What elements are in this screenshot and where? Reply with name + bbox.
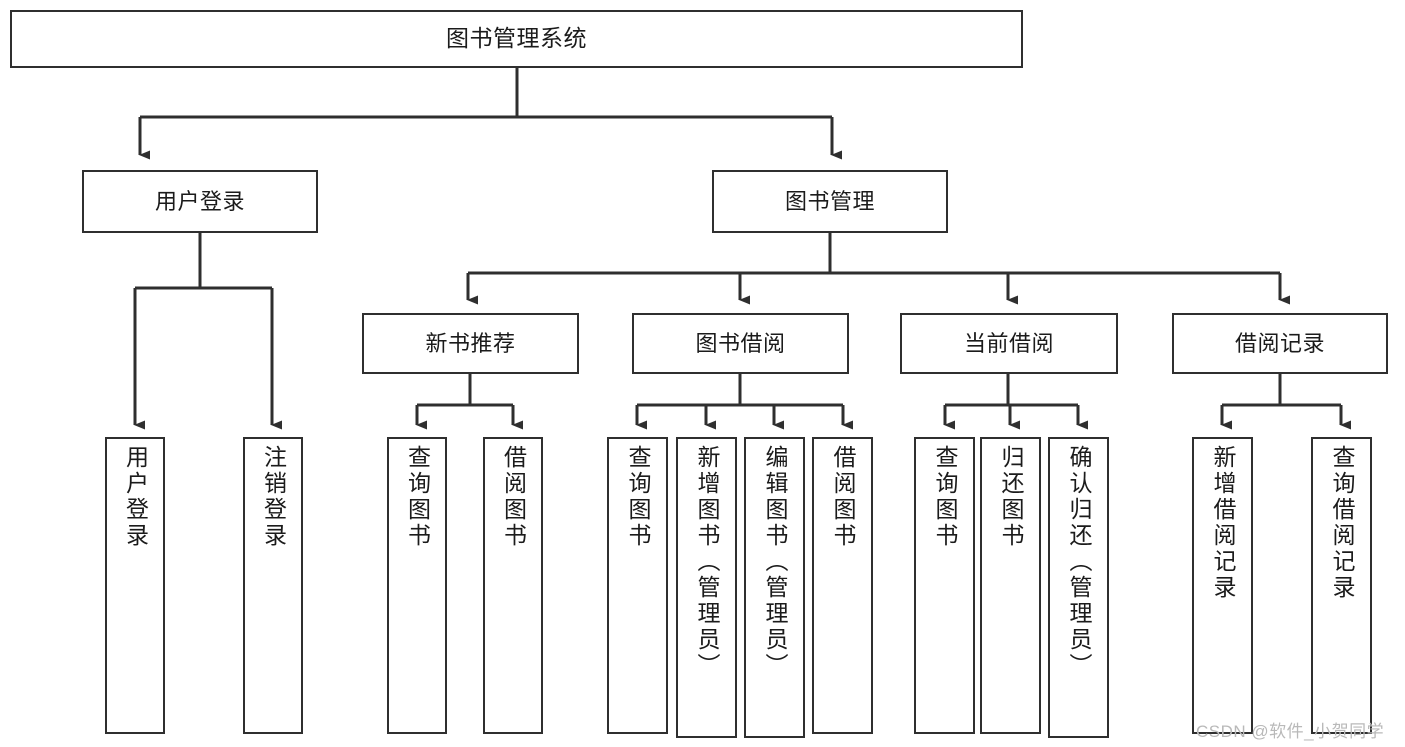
node-label: 归还图书 — [998, 445, 1024, 549]
node-label: 查询图书 — [932, 445, 958, 549]
leaf-record-add-record[interactable]: 新增借阅记录 — [1192, 437, 1253, 734]
node-label: 新书推荐 — [425, 330, 516, 356]
leaf-borrow-borrow-book[interactable]: 借阅图书 — [812, 437, 873, 734]
node-label: 借阅图书 — [830, 445, 856, 549]
leaf-borrow-add-book-admin[interactable]: 新增图书（管理员） — [676, 437, 737, 738]
node-root-system[interactable]: 图书管理系统 — [10, 10, 1023, 68]
leaf-user-login-signout[interactable]: 注销登录 — [243, 437, 303, 734]
leaf-user-login-signin[interactable]: 用户登录 — [105, 437, 165, 734]
node-label: 查询图书 — [404, 445, 431, 549]
node-book-management[interactable]: 图书管理 — [712, 170, 948, 233]
node-label: 新增借阅记录 — [1210, 445, 1236, 601]
node-label: 注销登录 — [260, 445, 287, 549]
leaf-recommend-query-book[interactable]: 查询图书 — [387, 437, 447, 734]
node-label: 图书管理 — [784, 188, 875, 214]
node-borrow-record[interactable]: 借阅记录 — [1172, 313, 1388, 374]
node-label: 确认归还（管理员） — [1066, 445, 1092, 679]
leaf-recommend-borrow-book[interactable]: 借阅图书 — [483, 437, 543, 734]
node-label: 用户登录 — [154, 188, 245, 214]
leaf-current-confirm-return-admin[interactable]: 确认归还（管理员） — [1048, 437, 1109, 738]
node-label: 图书管理系统 — [446, 25, 587, 52]
leaf-borrow-edit-book-admin[interactable]: 编辑图书（管理员） — [744, 437, 805, 738]
node-user-login[interactable]: 用户登录 — [82, 170, 318, 233]
leaf-current-return-book[interactable]: 归还图书 — [980, 437, 1041, 734]
node-current-borrow[interactable]: 当前借阅 — [900, 313, 1118, 374]
node-label: 用户登录 — [122, 445, 149, 549]
leaf-record-query-record[interactable]: 查询借阅记录 — [1311, 437, 1372, 734]
node-new-book-recommend[interactable]: 新书推荐 — [362, 313, 579, 374]
leaf-borrow-query-book[interactable]: 查询图书 — [607, 437, 668, 734]
node-label: 图书借阅 — [695, 330, 786, 356]
watermark: CSDN @软件_小贺同学 — [1196, 722, 1385, 741]
node-label: 新增图书（管理员） — [694, 445, 720, 679]
node-label: 查询图书 — [625, 445, 651, 549]
node-label: 查询借阅记录 — [1329, 445, 1355, 601]
node-label: 当前借阅 — [963, 330, 1054, 356]
node-label: 借阅记录 — [1234, 330, 1325, 356]
node-label: 编辑图书（管理员） — [762, 445, 788, 679]
node-book-borrow[interactable]: 图书借阅 — [632, 313, 849, 374]
node-label: 借阅图书 — [500, 445, 527, 549]
leaf-current-query-book[interactable]: 查询图书 — [914, 437, 975, 734]
